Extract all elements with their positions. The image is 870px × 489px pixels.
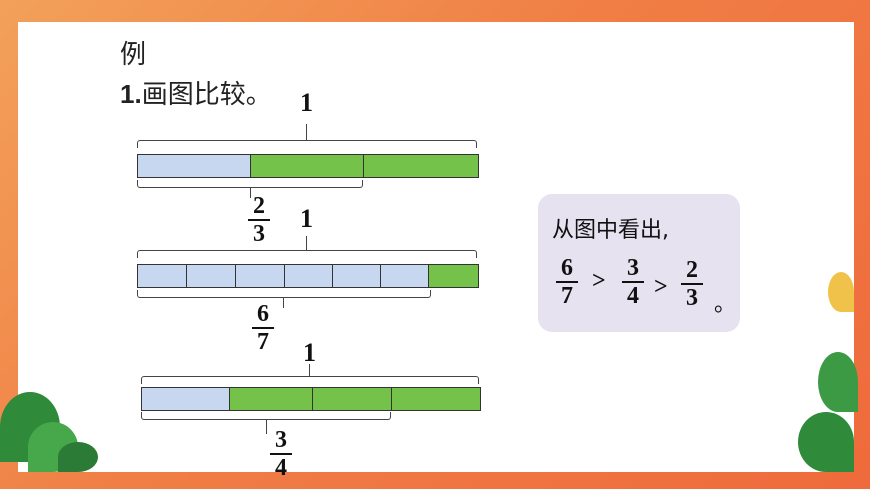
task-text: 画图比较。 xyxy=(141,80,272,110)
fraction-line xyxy=(270,453,292,455)
bracket-tick xyxy=(250,188,251,198)
bar-segment-filled xyxy=(138,155,251,177)
numerator: 3 xyxy=(275,427,287,453)
fraction-bar-thirds xyxy=(137,154,479,178)
decorative-leaf xyxy=(798,412,854,472)
bar-segment xyxy=(392,388,480,410)
bar-segment-filled xyxy=(333,265,381,287)
task-number: 1. xyxy=(120,79,142,109)
bar-segment-filled xyxy=(285,265,333,287)
greater-than-symbol: > xyxy=(592,268,606,294)
fraction-label: 3 4 xyxy=(622,256,644,308)
part-bracket xyxy=(141,412,391,420)
part-bracket xyxy=(137,180,363,188)
decorative-leaf xyxy=(828,272,854,312)
bracket-tick xyxy=(283,298,284,308)
fraction-line xyxy=(556,281,578,283)
bar-segment-filled xyxy=(381,265,429,287)
whole-label: 1 xyxy=(300,204,313,233)
numerator: 6 xyxy=(257,301,269,327)
bar-segment-filled xyxy=(142,388,230,410)
example-heading: 例 xyxy=(120,40,147,70)
bar-segment xyxy=(364,155,478,177)
fraction-label: 3 4 xyxy=(270,428,292,480)
whole-label: 1 xyxy=(300,88,313,117)
bar-segment-filled xyxy=(138,265,187,287)
fraction-line xyxy=(681,283,703,285)
fraction-bar-quarters xyxy=(141,387,481,411)
whole-bracket xyxy=(141,376,479,384)
denominator: 4 xyxy=(627,283,639,309)
bracket-tick xyxy=(309,364,310,376)
whole-bracket xyxy=(137,140,477,148)
bar-segment xyxy=(313,388,392,410)
bracket-tick xyxy=(266,420,267,434)
fraction-label: 2 3 xyxy=(248,194,270,246)
fraction-line xyxy=(248,219,270,221)
denominator: 3 xyxy=(253,221,265,247)
task-heading: 1.画图比较。 xyxy=(120,74,272,111)
conclusion-box: 从图中看出, 6 7 > 3 4 > 2 3 。 xyxy=(538,194,740,332)
bar-segment-filled xyxy=(236,265,285,287)
denominator: 7 xyxy=(561,283,573,309)
decorative-leaf xyxy=(58,442,98,472)
fraction-bar-sevenths xyxy=(137,264,479,288)
bracket-tick xyxy=(306,124,307,140)
part-bracket xyxy=(137,290,431,298)
numerator: 3 xyxy=(627,255,639,281)
denominator: 4 xyxy=(275,455,287,481)
denominator: 3 xyxy=(686,285,698,311)
fraction-label: 2 3 xyxy=(681,258,703,310)
fraction-label: 6 7 xyxy=(252,302,274,354)
whole-bracket xyxy=(137,250,477,258)
greater-than-symbol: > xyxy=(654,274,668,300)
fraction-label: 6 7 xyxy=(556,256,578,308)
bar-segment xyxy=(230,388,313,410)
period-mark: 。 xyxy=(714,292,737,317)
numerator: 2 xyxy=(686,257,698,283)
decorative-leaf xyxy=(818,352,858,412)
numerator: 2 xyxy=(253,193,265,219)
bar-segment xyxy=(429,265,478,287)
conclusion-text: 从图中看出, xyxy=(552,218,669,243)
whole-label: 1 xyxy=(303,338,316,367)
denominator: 7 xyxy=(257,329,269,355)
numerator: 6 xyxy=(561,255,573,281)
fraction-line xyxy=(622,281,644,283)
fraction-line xyxy=(252,327,274,329)
bracket-tick xyxy=(306,236,307,250)
bar-segment xyxy=(251,155,364,177)
bar-segment-filled xyxy=(187,265,236,287)
